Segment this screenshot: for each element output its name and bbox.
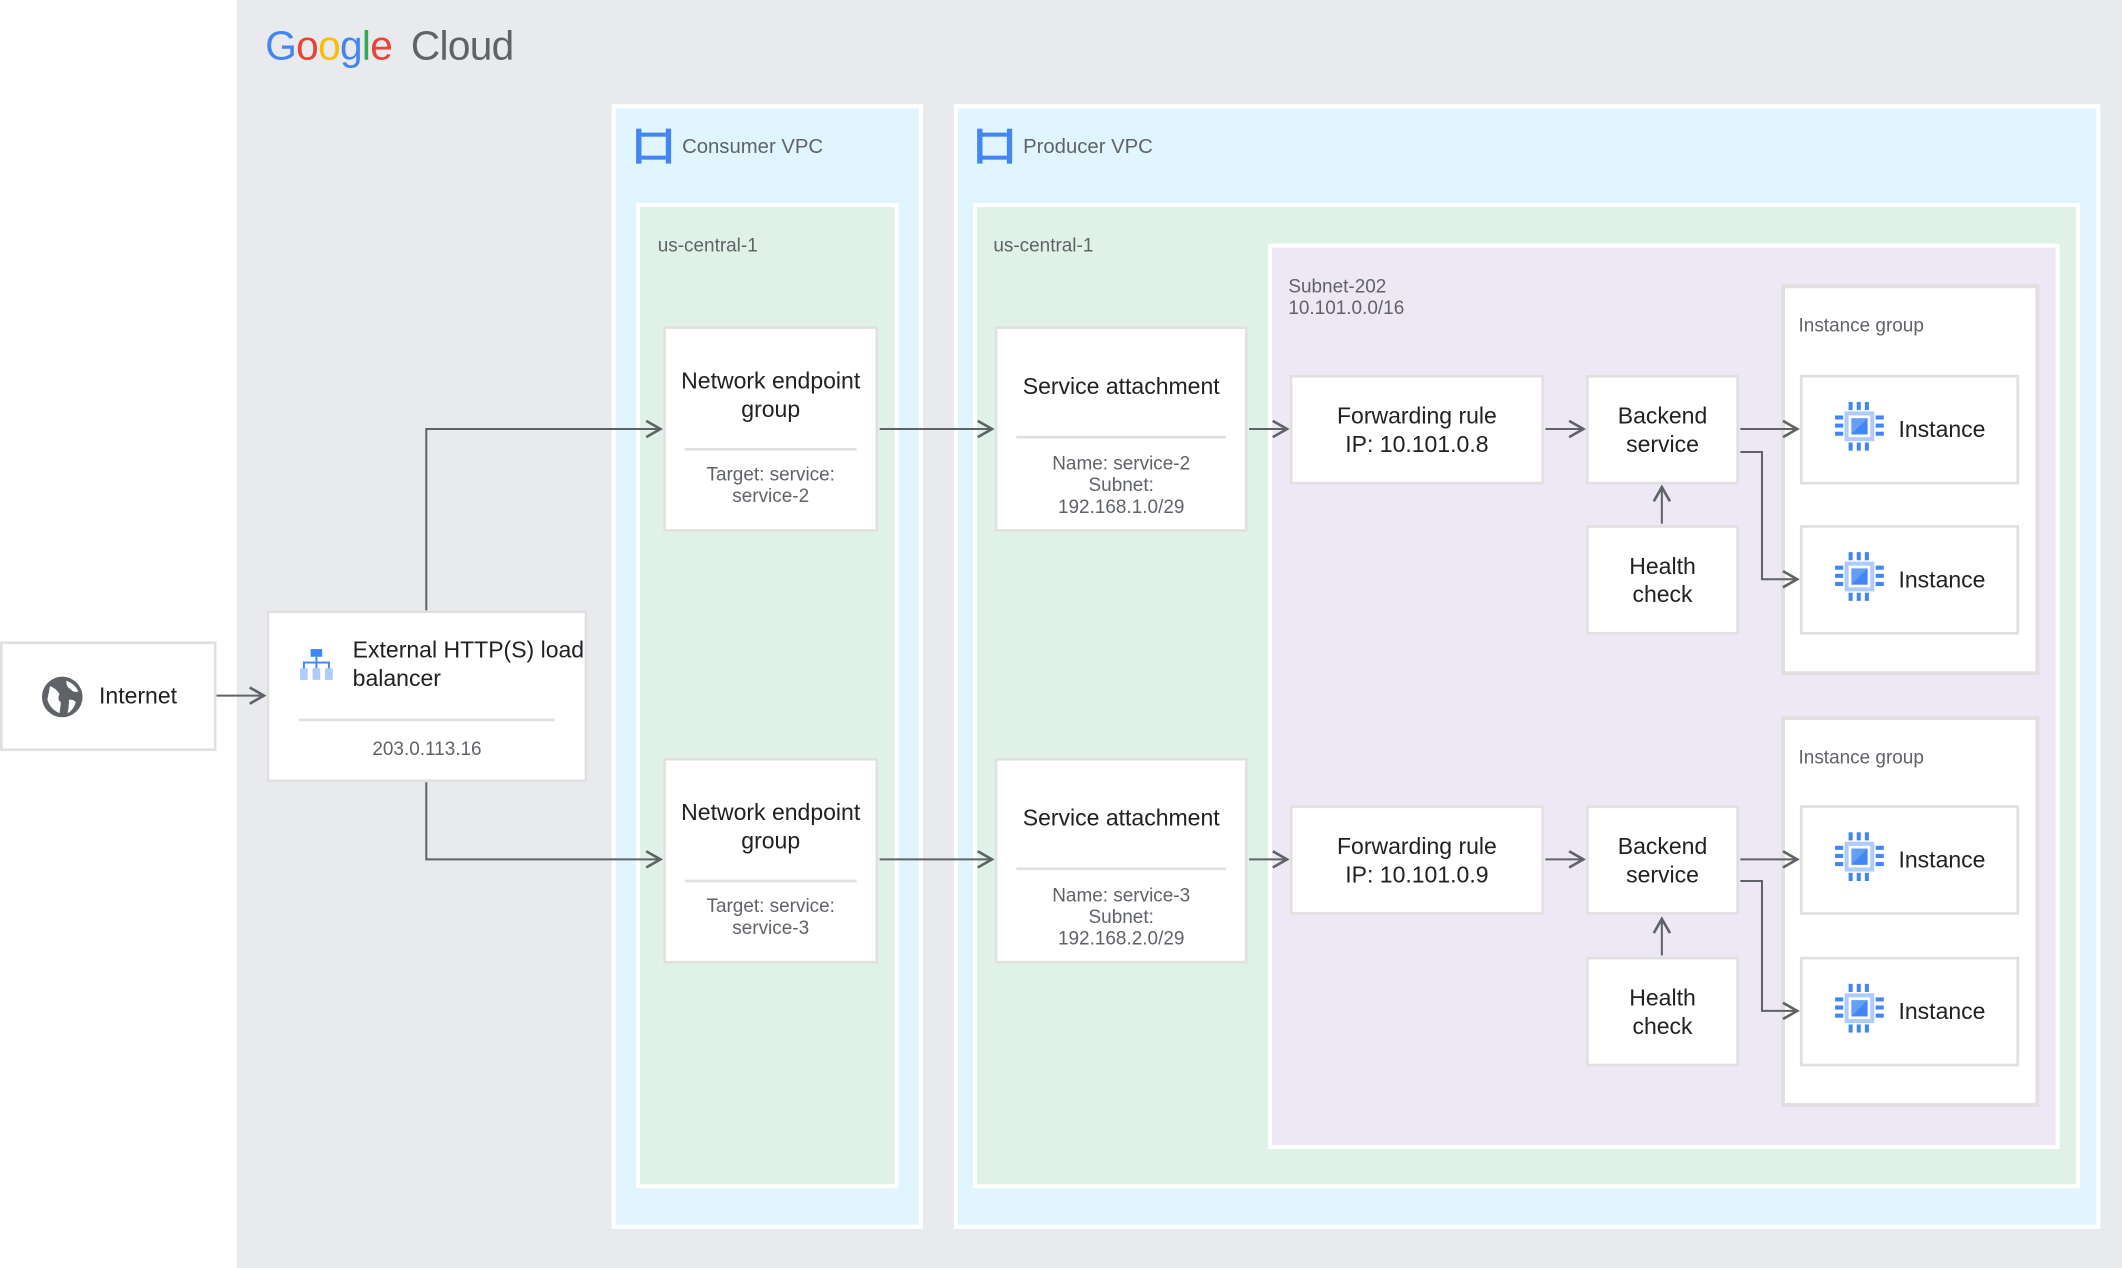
- backend-service-title: Backend service: [1617, 832, 1708, 888]
- forwarding-rule-title: Forwarding rule: [1336, 832, 1497, 859]
- vpc-icon: [636, 128, 672, 164]
- load-balancer-ip: 203.0.113.16: [372, 737, 482, 760]
- service-attachment-subnet: 192.168.1.0/29: [1057, 495, 1185, 517]
- arrow-lb-to-neg: [425, 419, 664, 611]
- instance[interactable]: Instance: [1799, 525, 2020, 635]
- forwarding-rule-title: Forwarding rule: [1336, 402, 1497, 429]
- service-attachment-subnet-label: Subnet:: [1088, 473, 1154, 496]
- neg-target: Target: service: service-3: [706, 894, 835, 938]
- instance-label: Instance: [1898, 566, 1986, 593]
- instance[interactable]: Instance: [1799, 805, 2020, 915]
- compute-chip-icon: [1834, 831, 1885, 889]
- load-balancer-node[interactable]: External HTTP(S) load balancer 203.0.113…: [266, 610, 588, 783]
- health-check[interactable]: Health check: [1586, 956, 1739, 1067]
- subnet-cidr: 10.101.0.0/16: [1288, 296, 1405, 319]
- service-attachment-name: Name: service-2: [1052, 452, 1191, 474]
- instance-group-label: Instance group: [1798, 745, 1924, 768]
- logo-letter: e: [370, 24, 393, 70]
- neg-title: Network endpoint group: [681, 368, 861, 423]
- google-cloud-logo: Google Cloud: [265, 24, 514, 70]
- health-check-title: Health check: [1629, 552, 1696, 607]
- logo-letter: o: [318, 24, 341, 70]
- instance[interactable]: Instance: [1799, 956, 2020, 1067]
- compute-chip-icon: [1834, 401, 1885, 459]
- health-check-title: Health check: [1629, 984, 1696, 1039]
- instance-label: Instance: [1898, 846, 1986, 873]
- service-attachment-title: Service attachment: [1022, 373, 1220, 400]
- neg-title: Network endpoint group: [681, 799, 861, 854]
- service-attachment-title: Service attachment: [1022, 805, 1220, 831]
- compute-chip-icon: [1834, 551, 1885, 609]
- network-endpoint-group[interactable]: Network endpoint group Target: service: …: [663, 757, 879, 964]
- consumer-region-label: us-central-1: [657, 234, 758, 256]
- globe-icon: [42, 675, 83, 717]
- arrow-backend-to-instance: [1740, 879, 1800, 1021]
- backend-service[interactable]: Backend service: [1586, 374, 1739, 485]
- compute-chip-icon: [1834, 982, 1885, 1040]
- health-check[interactable]: Health check: [1586, 525, 1739, 635]
- logo-letter: G: [265, 24, 297, 70]
- service-attachment-subnet: 192.168.2.0/29: [1057, 927, 1185, 949]
- producer-region-label: us-central-1: [993, 234, 1094, 256]
- vpc-icon: [977, 128, 1013, 164]
- internet-node[interactable]: Internet: [0, 641, 217, 752]
- arrow-backend-to-instance: [1740, 450, 1800, 589]
- logo-cloud: Cloud: [410, 24, 514, 70]
- backend-service[interactable]: Backend service: [1586, 805, 1739, 915]
- load-balancer-icon: [300, 649, 333, 680]
- logo-letter: g: [339, 24, 363, 70]
- internet-label: Internet: [99, 682, 178, 709]
- service-attachment-name: Name: service-3: [1052, 883, 1191, 906]
- subnet-label: Subnet-202 10.101.0.0/16: [1288, 275, 1404, 318]
- neg-target: Target: service: service-2: [706, 462, 835, 507]
- network-endpoint-group[interactable]: Network endpoint group Target: service: …: [663, 326, 879, 532]
- forwarding-rule[interactable]: Forwarding rule IP: 10.101.0.8: [1289, 374, 1545, 485]
- consumer-vpc-label: Consumer VPC: [682, 135, 824, 159]
- forwarding-rule-ip: IP: 10.101.0.9: [1345, 861, 1489, 888]
- instance-label: Instance: [1898, 416, 1986, 442]
- instance[interactable]: Instance: [1799, 374, 2020, 485]
- arrow-lb-to-neg: [425, 782, 664, 869]
- backend-service-title: Backend service: [1617, 402, 1708, 457]
- service-attachment-subnet-label: Subnet:: [1088, 905, 1154, 928]
- forwarding-rule-ip: IP: 10.101.0.8: [1345, 431, 1489, 457]
- logo-letter: o: [296, 24, 319, 70]
- logo-letter: l: [361, 24, 371, 70]
- subnet-name: Subnet-202: [1288, 274, 1387, 297]
- forwarding-rule[interactable]: Forwarding rule IP: 10.101.0.9: [1289, 805, 1545, 915]
- producer-vpc-label: Producer VPC: [1023, 135, 1153, 159]
- instance-label: Instance: [1898, 998, 1986, 1024]
- service-attachment[interactable]: Service attachment Name: service-3 Subne…: [994, 757, 1248, 964]
- service-attachment[interactable]: Service attachment Name: service-2 Subne…: [994, 326, 1248, 532]
- load-balancer-title: External HTTP(S) load balancer: [352, 637, 585, 692]
- instance-group-label: Instance group: [1798, 313, 1924, 336]
